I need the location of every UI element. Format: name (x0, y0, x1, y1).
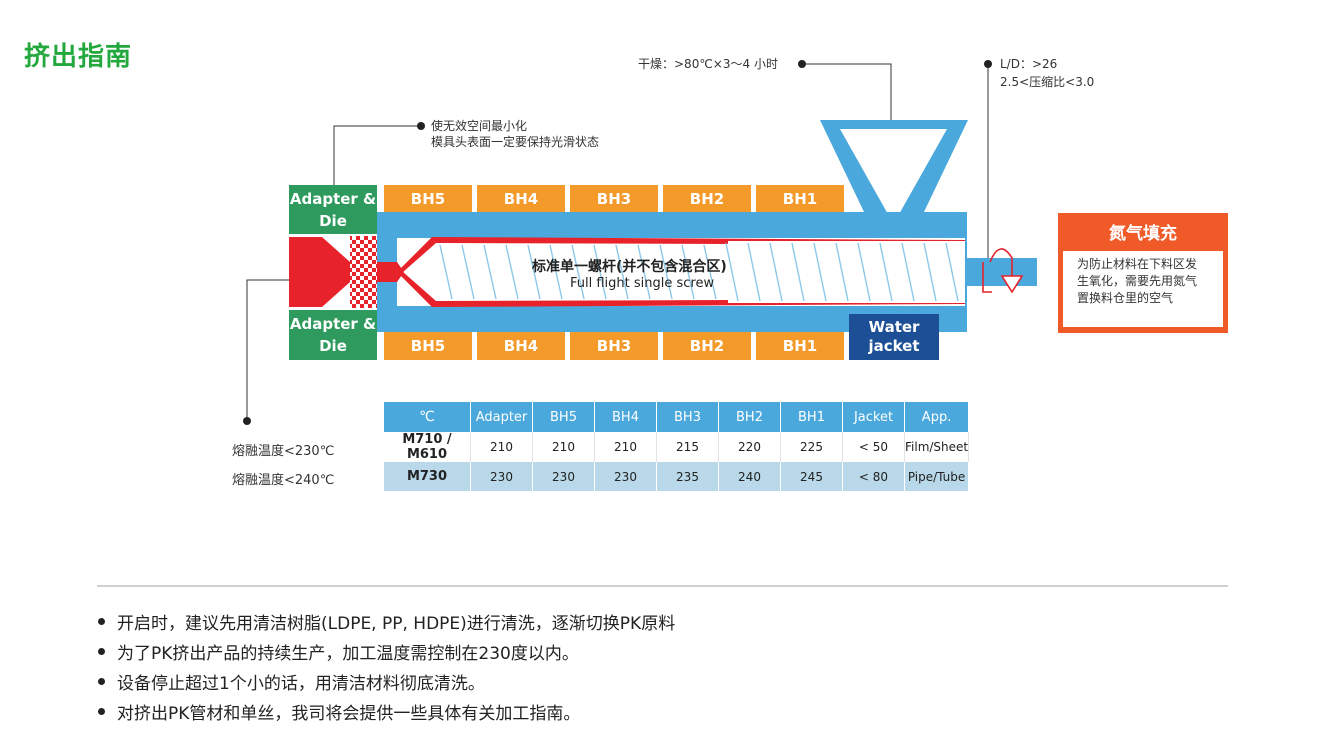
screw-title-cn: 标准单一螺杆(并不包含混合区) (532, 259, 727, 275)
drying-note: 干燥：>80℃×3～4 小时 (638, 57, 778, 71)
table-cell: 210 (470, 432, 533, 462)
table-cell: 225 (780, 432, 843, 462)
screw-title-en: Full flight single screw (570, 276, 715, 291)
annotation-dots (243, 60, 992, 425)
screw-flights (439, 242, 959, 302)
nitrogen-line: 置换料仓里的空气 (1077, 291, 1174, 305)
melt-temp-label-2: 熔融温度<240℃ (232, 473, 335, 488)
adapter-die-top: Adapter & Die (289, 185, 377, 234)
temperature-table: ℃ Adapter BH5 BH4 BH3 BH2 BH1 Jacket App… (384, 402, 970, 491)
table-cell: Pipe/Tube (904, 462, 970, 491)
die (289, 236, 404, 308)
list-item: 开启时，建议先用清洁树脂(LDPE, PP, HDPE)进行清洗，逐渐切换PK原… (98, 606, 675, 636)
nitrogen-line: 生氧化，需要先用氮气 (1077, 274, 1198, 288)
die-note-line1: 使无效空间最小化 (431, 119, 528, 133)
table-row: M730 230 230 230 235 240 245 < 80 Pipe/T… (384, 462, 970, 491)
table-header: BH4 (594, 402, 657, 432)
zone-top-bh5: BH5 (384, 185, 472, 212)
zone-bottom-bh5: BH5 (384, 332, 472, 360)
table-cell: 220 (718, 432, 781, 462)
list-item: 对挤出PK管材和单丝，我司将会提供一些具体有关加工指南。 (98, 696, 675, 726)
table-cell: < 50 (842, 432, 905, 462)
bullet-icon (98, 677, 105, 685)
table-cell: M710 / M610 (384, 432, 471, 462)
table-cell: 215 (656, 432, 719, 462)
table-header: Adapter (470, 402, 533, 432)
table-row: M710 / M610 210 210 210 215 220 225 < 50… (384, 432, 970, 462)
zone-top-bh4: BH4 (477, 185, 565, 212)
nitrogen-line: 为防止材料在下料区发 (1077, 257, 1198, 271)
table-cell: 210 (594, 432, 657, 462)
zone-top-bh3: BH3 (570, 185, 658, 212)
table-cell: M730 (384, 462, 471, 491)
table-header: BH2 (718, 402, 781, 432)
die-label: Die (319, 337, 347, 355)
drive-shaft (965, 258, 1037, 286)
list-item: 为了PK挤出产品的持续生产，加工温度需控制在230度以内。 (98, 636, 675, 666)
zone-bottom-bh3: BH3 (570, 332, 658, 360)
table-cell: Film/Sheet (904, 432, 970, 462)
nitrogen-title: 氮气填充 (1109, 223, 1177, 244)
compression-note: 2.5<压缩比<3.0 (1000, 75, 1095, 89)
melt-temp-label-1: 熔融温度<230℃ (232, 444, 335, 459)
table-cell: 245 (780, 462, 843, 491)
table-header: BH1 (780, 402, 843, 432)
nitrogen-box: 氮气填充 为防止材料在下料区发 生氧化，需要先用氮气 置换料仓里的空气 (1058, 213, 1228, 333)
bullet-icon (98, 617, 105, 625)
water-label: Water (868, 318, 920, 336)
table-header: BH5 (532, 402, 595, 432)
jacket-label: jacket (868, 337, 920, 355)
table-cell: 230 (594, 462, 657, 491)
bullet-icon (98, 707, 105, 715)
adapter-die-bottom: Adapter & Die (289, 310, 377, 360)
zone-top-bh1: BH1 (756, 185, 844, 212)
table-cell: 230 (470, 462, 533, 491)
zone-top-bh2: BH2 (663, 185, 751, 212)
list-item: 设备停止超过1个小的话，用清洁材料彻底清洗。 (98, 666, 675, 696)
table-header: BH3 (656, 402, 719, 432)
adapter-label: Adapter & (289, 315, 377, 333)
table-header: App. (904, 402, 970, 432)
screw (397, 237, 965, 307)
die-label: Die (319, 211, 347, 230)
zone-bottom-bh2: BH2 (663, 332, 751, 360)
water-jacket: Water jacket (849, 314, 939, 360)
list-item-text: 对挤出PK管材和单丝，我司将会提供一些具体有关加工指南。 (117, 703, 581, 724)
page-title: 挤出指南 (24, 42, 133, 72)
annotation-lines (246, 63, 989, 420)
hopper (820, 120, 968, 237)
nitrogen-text: 为防止材料在下料区发 生氧化，需要先用氮气 置换料仓里的空气 (1063, 251, 1223, 327)
divider (97, 585, 1228, 587)
table-header: Jacket (842, 402, 905, 432)
screen-pack (350, 236, 377, 308)
adapter-label: Adapter & (289, 189, 377, 208)
table-header: ℃ (384, 402, 471, 432)
list-item-text: 开启时，建议先用清洁树脂(LDPE, PP, HDPE)进行清洗，逐渐切换PK原… (117, 613, 676, 634)
zone-bottom-bh4: BH4 (477, 332, 565, 360)
guidelines-list: 开启时，建议先用清洁树脂(LDPE, PP, HDPE)进行清洗，逐渐切换PK原… (98, 606, 675, 726)
table-cell: 210 (532, 432, 595, 462)
table-cell: 230 (532, 462, 595, 491)
table-cell: 240 (718, 462, 781, 491)
bullet-icon (98, 647, 105, 655)
table-cell: 235 (656, 462, 719, 491)
list-item-text: 为了PK挤出产品的持续生产，加工温度需控制在230度以内。 (117, 643, 579, 664)
die-note-line2: 模具头表面一定要保持光滑状态 (431, 135, 600, 149)
list-item-text: 设备停止超过1个小的话，用清洁材料彻底清洗。 (117, 673, 485, 694)
table-cell: < 80 (842, 462, 905, 491)
rotation-arrow-icon (982, 248, 1024, 294)
zone-bottom-bh1: BH1 (756, 332, 844, 360)
table-header-row: ℃ Adapter BH5 BH4 BH3 BH2 BH1 Jacket App… (384, 402, 970, 432)
ld-note: L/D：>26 (1000, 57, 1058, 71)
